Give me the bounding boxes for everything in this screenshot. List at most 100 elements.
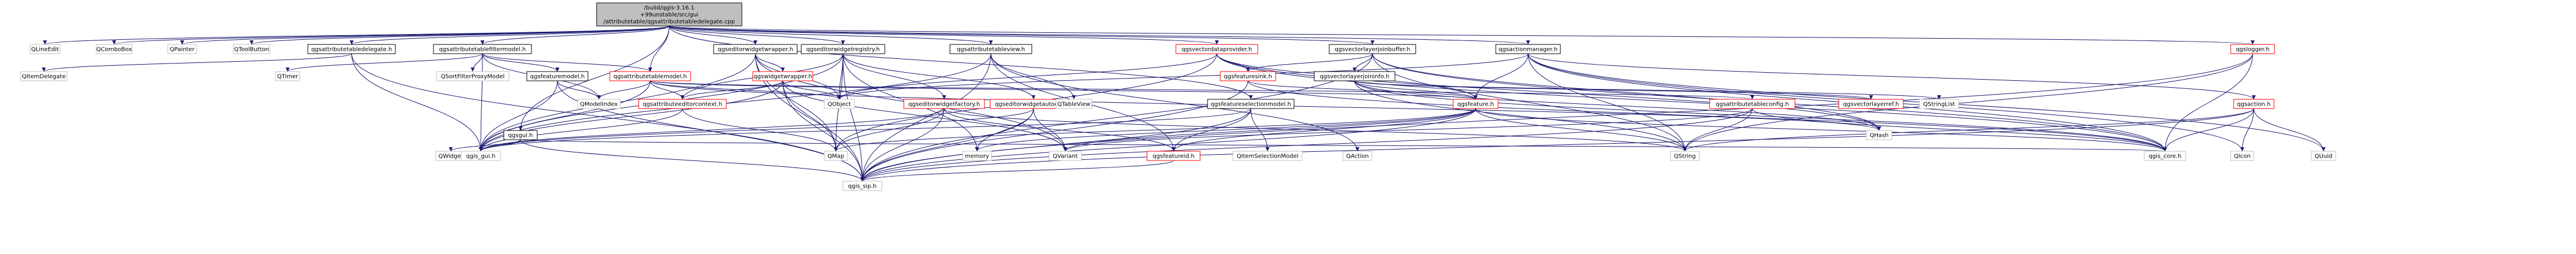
node-label: qgslogger.h [2236, 47, 2269, 53]
node-label: qgsgui.h [508, 133, 533, 139]
edge-qgsvectordataprovider_h-to-qobject [837, 53, 1217, 100]
node-qgseditorwidgetwrapper-h[interactable]: qgseditorwidgetwrapper.h [713, 44, 798, 54]
node-label: /attributetable/qgsattributetabledelegat… [604, 19, 735, 25]
edge-qgsfeaturemodel_h-to-qgis_gui_h [478, 80, 558, 152]
edge-qgseditorwidgetregistry_h-to-qgseditorwidgetfactory_h [843, 53, 946, 100]
node-memory: memory [962, 151, 992, 161]
node-qgseditorwidgetfactory-h[interactable]: qgseditorwidgetfactory.h [903, 99, 985, 109]
node-box [1048, 151, 1082, 161]
node-label: QVariant [1053, 154, 1077, 160]
node-box [1329, 44, 1416, 54]
node-qgis-sip-h: qgis_sip.h [842, 181, 882, 191]
edge-qgsgui_h-to-qgis_core_h [520, 139, 2166, 152]
node-box [526, 71, 589, 81]
edge-qgsaction_h-to-qgis_core_h [2163, 108, 2254, 152]
node-qgsattributetabledelegate-h[interactable]: qgsattributetabledelegate.h [307, 44, 396, 54]
node-qmodelindex: QModelIndex [577, 99, 621, 109]
edge-root-to-qpainter [180, 25, 670, 45]
edge-qgseditorwidgetregistry_h-to-qgis_sip_h [843, 53, 865, 182]
node-qicon: QIcon [2230, 151, 2254, 161]
node-qgsvectorlayerref-h[interactable]: qgsvectorlayerref.h [1838, 99, 1904, 109]
node-label: qgsattributetableconfig.h [1716, 102, 1789, 108]
node-label: qgsvectorlayerref.h [1843, 102, 1899, 108]
node-qobject: QObject [824, 99, 855, 109]
node-box [1175, 44, 1258, 54]
node-qgsattributetableview-h[interactable]: qgsattributetableview.h [949, 44, 1032, 54]
node-qgsgui-h[interactable]: qgsgui.h [503, 130, 538, 140]
edge-root-to-qgsattributetablefiltermodel_h [480, 25, 670, 45]
node-box [2230, 151, 2254, 161]
node-label: QMap [828, 154, 844, 160]
edge-qgsattributetabledelegate_h-to-qitemdelegate [42, 53, 352, 72]
node-qgsfeatureselectionmodel-h[interactable]: qgsfeatureselectionmodel.h [1207, 99, 1295, 109]
edge-qgsfeaturesink_h-to-qgis_sip_h [860, 80, 1249, 182]
node-box [1342, 151, 1372, 161]
node-root[interactable]: /build/qgis-3.16.1+99unstable/src/gui/at… [596, 2, 742, 27]
node-box [436, 71, 510, 81]
node-qgsfeature-h[interactable]: qgsfeature.h [1453, 99, 1499, 109]
edge-root-to-qtoolbutton [250, 25, 670, 45]
edge-qgseditorwidgetwrapper_h-to-qgswidgetwrapper_h [755, 53, 785, 72]
node-box [609, 71, 691, 81]
node-box [1055, 99, 1092, 109]
edge-qgsvectorlayerjoininfo_h-to-qgsfeature_h [1354, 80, 1478, 100]
node-qgsactionmanager-h[interactable]: qgsactionmanager.h [1495, 44, 1561, 54]
edge-qgsvectorlayerjoinbuffer_h-to-qgsfeaturesink_h [1246, 53, 1373, 72]
edge-qgswidgetwrapper_h-to-qobject [782, 80, 842, 100]
node-box [801, 44, 885, 54]
node-label: qgsattributetablemodel.h [613, 74, 687, 80]
node-qgsattributetablemodel-h[interactable]: qgsattributetablemodel.h [609, 71, 691, 81]
edge-qgsfeatureselectionmodel_h-to-qgis_gui_h [478, 108, 1251, 152]
node-qgsvectorlayerjoininfo-h[interactable]: qgsvectorlayerjoininfo.h [1314, 71, 1396, 81]
node-box [824, 151, 848, 161]
edge-qgsfeature_h-to-qgsfeatureid_h [1171, 108, 1476, 152]
node-qgsaction-h[interactable]: qgsaction.h [2233, 99, 2275, 109]
node-label: qgseditorwidgetwrapper.h [718, 47, 793, 53]
node-qgsvectordataprovider-h[interactable]: qgsvectordataprovider.h [1175, 44, 1258, 54]
node-box [2230, 44, 2275, 54]
edge-qgseditorwidgetfactory_h-to-qmap [833, 108, 945, 152]
edge-qgsactionmanager_h-to-qobject [837, 53, 1529, 100]
node-box [1314, 71, 1396, 81]
node-qgsattributetablefiltermodel-h[interactable]: qgsattributetablefiltermodel.h [433, 44, 532, 54]
node-qhash: QHash [1866, 130, 1892, 140]
node-label: QItemSelectionModel [1237, 154, 1299, 160]
node-qgsattributeeditorcontext-h[interactable]: qgsattributeeditorcontext.h [638, 99, 727, 109]
edge-qgseditorwidgetfactory_h-to-qgis_sip_h [860, 108, 945, 182]
node-box [713, 44, 798, 54]
edge-qgsattributetablemodel_h-to-qmodelindex [597, 80, 651, 100]
node-box [29, 44, 61, 54]
node-qmap: QMap [824, 151, 848, 161]
edge-root-to-qgseditorwidgetwrapper_h [669, 25, 757, 45]
edge-qgsvectorlayerjoininfo_h-to-qstring [1354, 80, 1687, 152]
node-box [307, 44, 396, 54]
node-qgsfeaturesink-h[interactable]: qgsfeaturesink.h [1220, 71, 1276, 81]
node-box [233, 44, 270, 54]
edge-root-to-qgsvectorlayerjoinbuffer_h [669, 25, 1374, 45]
edge-qgswidgetwrapper_h-to-qvariant [782, 80, 1068, 152]
node-label: +99unstable/src/gui [640, 12, 698, 18]
node-qgsvectorlayerjoinbuffer-h[interactable]: qgsvectorlayerjoinbuffer.h [1329, 44, 1416, 54]
node-box [824, 99, 855, 109]
node-qgsfeaturemodel-h[interactable]: qgsfeaturemodel.h [526, 71, 589, 81]
edge-qgsattributetablefiltermodel_h-to-qgis_gui_h [478, 53, 483, 152]
node-qgsfeatureid-h[interactable]: qgsfeatureid.h [1146, 151, 1201, 161]
node-box [1709, 99, 1796, 109]
node-qgsattributetableconfig-h[interactable]: qgsattributetableconfig.h [1709, 99, 1796, 109]
edge-qgslogger_h-to-qgis_core_h [2163, 53, 2253, 152]
node-qgswidgetwrapper-h[interactable]: qgswidgetwrapper.h [752, 71, 813, 81]
edge-qgsattributetablemodel_h-to-qgis_gui_h [478, 80, 651, 152]
edge-qgsattributetablefiltermodel_h-to-qgsattributetablemodel_h [482, 53, 653, 72]
node-qcombobox: QComboBox [96, 44, 133, 54]
node-label: QString [1674, 154, 1696, 160]
node-label: qgsfeatureid.h [1153, 154, 1195, 160]
edge-root-to-qgseditorwidgetregistry_h [669, 25, 845, 45]
node-qgseditorwidgetregistry-h[interactable]: qgseditorwidgetregistry.h [801, 44, 885, 54]
node-label: QModelIndex [580, 102, 618, 108]
node-label: qgsattributetableview.h [957, 47, 1025, 53]
edge-qgsattributetableconfig_h-to-qvariant [1063, 108, 1753, 152]
node-qgslogger-h[interactable]: qgslogger.h [2230, 44, 2275, 54]
node-box [96, 44, 133, 54]
node-label: /build/qgis-3.16.1 [644, 5, 694, 12]
